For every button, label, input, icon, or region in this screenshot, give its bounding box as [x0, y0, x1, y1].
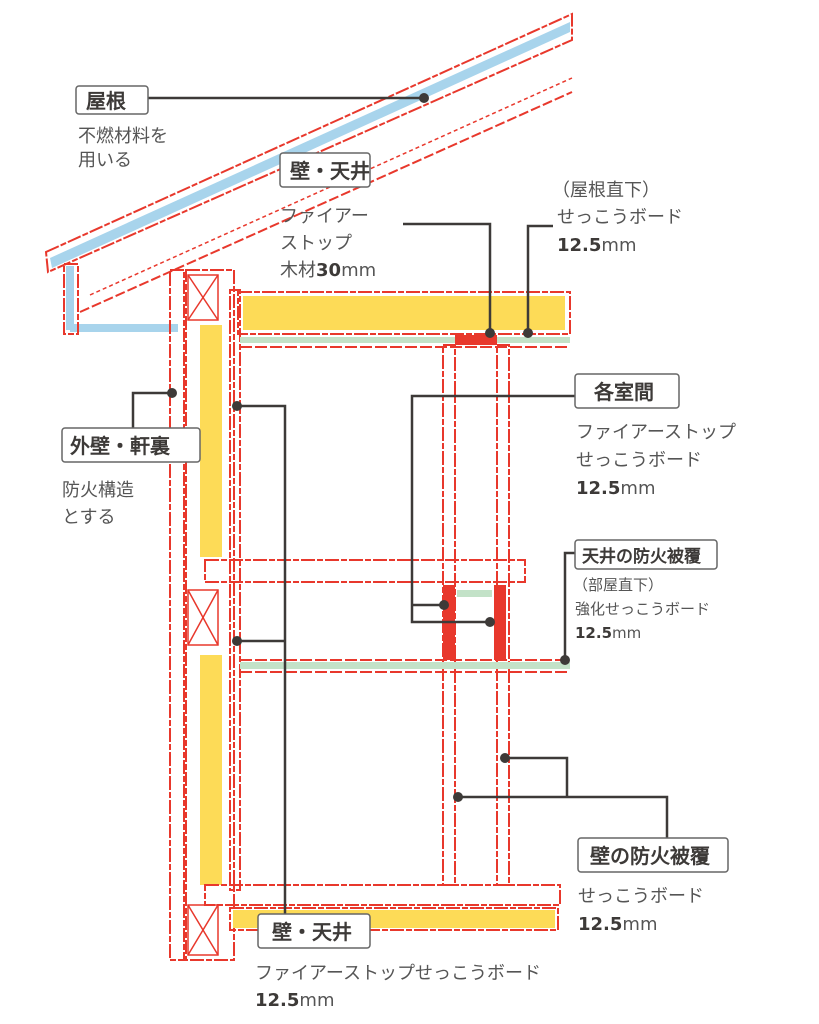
label-wall-cover: 壁の防火被覆 せっこうボード 12.5mm	[577, 837, 729, 935]
label-text: （屋根直下）	[552, 180, 660, 201]
label-text: ファイアーストップせっこうボード	[255, 963, 541, 984]
label-ceiling-cover: 天井の防火被覆 （部屋直下） 強化せっこうボード 12.5mm	[573, 539, 718, 642]
label-title: 壁の防火被覆	[590, 844, 711, 868]
label-title: 壁・天井	[290, 159, 370, 183]
label-text: せっこうボード	[576, 450, 702, 471]
roof-structure	[44, 12, 573, 335]
label-text: 木材30mm	[280, 260, 376, 281]
label-wall-ceiling-top: 壁・天井 ファイアー ストップ 木材30mm	[279, 152, 376, 281]
label-title: 天井の防火被覆	[582, 546, 702, 567]
label-text: 用いる	[78, 150, 132, 171]
label-text: 防火構造	[62, 480, 134, 501]
exterior-wall	[169, 269, 241, 961]
label-text: 12.5mm	[255, 990, 335, 1011]
label-text: 12.5mm	[575, 624, 641, 642]
label-text: 不燃材料を	[78, 126, 168, 147]
label-under-roof: （屋根直下） せっこうボード 12.5mm	[552, 180, 683, 256]
label-exterior: 外壁・軒裏 防火構造 とする	[61, 427, 201, 528]
label-wall-ceiling-bottom: 壁・天井 ファイアーストップせっこうボード 12.5mm	[255, 913, 541, 1011]
label-title: 外壁・軒裏	[70, 434, 171, 458]
label-roof: 屋根 不燃材料を 用いる	[75, 85, 168, 171]
label-text: ファイアー	[280, 206, 369, 227]
label-title: 壁・天井	[272, 920, 352, 944]
label-title: 各室間	[593, 380, 654, 404]
label-text: 12.5mm	[576, 478, 656, 499]
label-text: せっこうボード	[578, 886, 704, 907]
label-text: せっこうボード	[557, 207, 683, 228]
label-text: ファイアーストップ	[576, 422, 736, 443]
label-between-rooms: 各室間 ファイアーストップ せっこうボード 12.5mm	[574, 373, 736, 499]
label-text: ストップ	[280, 233, 352, 254]
label-text: （部屋直下）	[573, 576, 663, 594]
label-text: とする	[62, 507, 115, 528]
label-text: 12.5mm	[557, 235, 637, 256]
label-text: 12.5mm	[578, 914, 658, 935]
x-brace	[187, 274, 219, 956]
label-text: 強化せっこうボード	[575, 600, 710, 618]
label-title: 屋根	[86, 89, 126, 113]
leader-lines	[131, 93, 669, 915]
